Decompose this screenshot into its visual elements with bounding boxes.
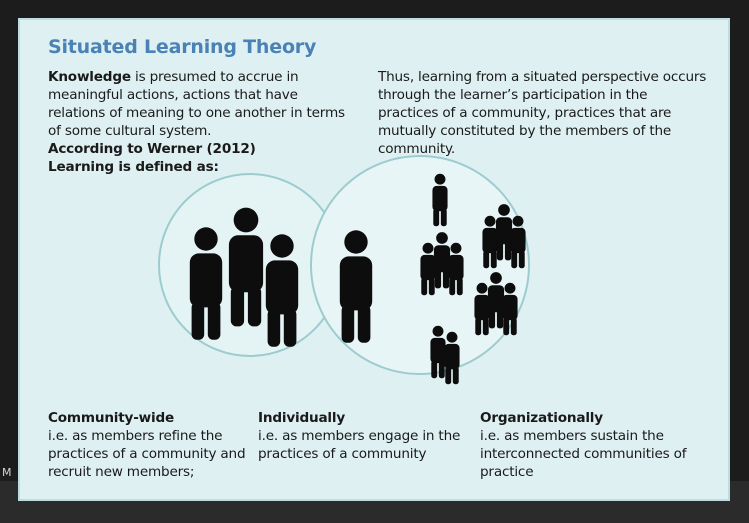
column-text: i.e. as members sustain the interconnect… <box>480 428 687 480</box>
knowledge-text: is presumed to accrue in meaningful acti… <box>48 69 345 139</box>
edge-text: M <box>2 466 12 479</box>
knowledge-term: Knowledge <box>48 69 131 85</box>
column-heading: Individually <box>258 410 346 426</box>
column-heading: Organizationally <box>480 410 603 426</box>
venn-diagram <box>158 155 530 385</box>
knowledge-paragraph: Knowledge is presumed to accrue in meani… <box>48 68 348 140</box>
column-individually: Individually i.e. as members engage in t… <box>258 409 468 463</box>
slide-title: Situated Learning Theory <box>48 36 317 58</box>
definition-line-1: According to Werner (2012) <box>48 141 256 157</box>
column-text: i.e. as members refine the practices of … <box>48 428 246 480</box>
situated-paragraph: Thus, learning from a situated perspecti… <box>378 69 707 157</box>
definition-line-2: Learning is defined as: <box>48 159 219 175</box>
column-community-wide: Community-wide i.e. as members refine th… <box>48 409 248 481</box>
slide-panel: Situated Learning Theory Knowledge is pr… <box>18 18 730 501</box>
definition-heading: According to Werner (2012) Learning is d… <box>48 140 278 176</box>
column-text: i.e. as members engage in the practices … <box>258 428 461 462</box>
column-organizationally: Organizationally i.e. as members sustain… <box>480 409 695 481</box>
column-heading: Community-wide <box>48 410 175 426</box>
